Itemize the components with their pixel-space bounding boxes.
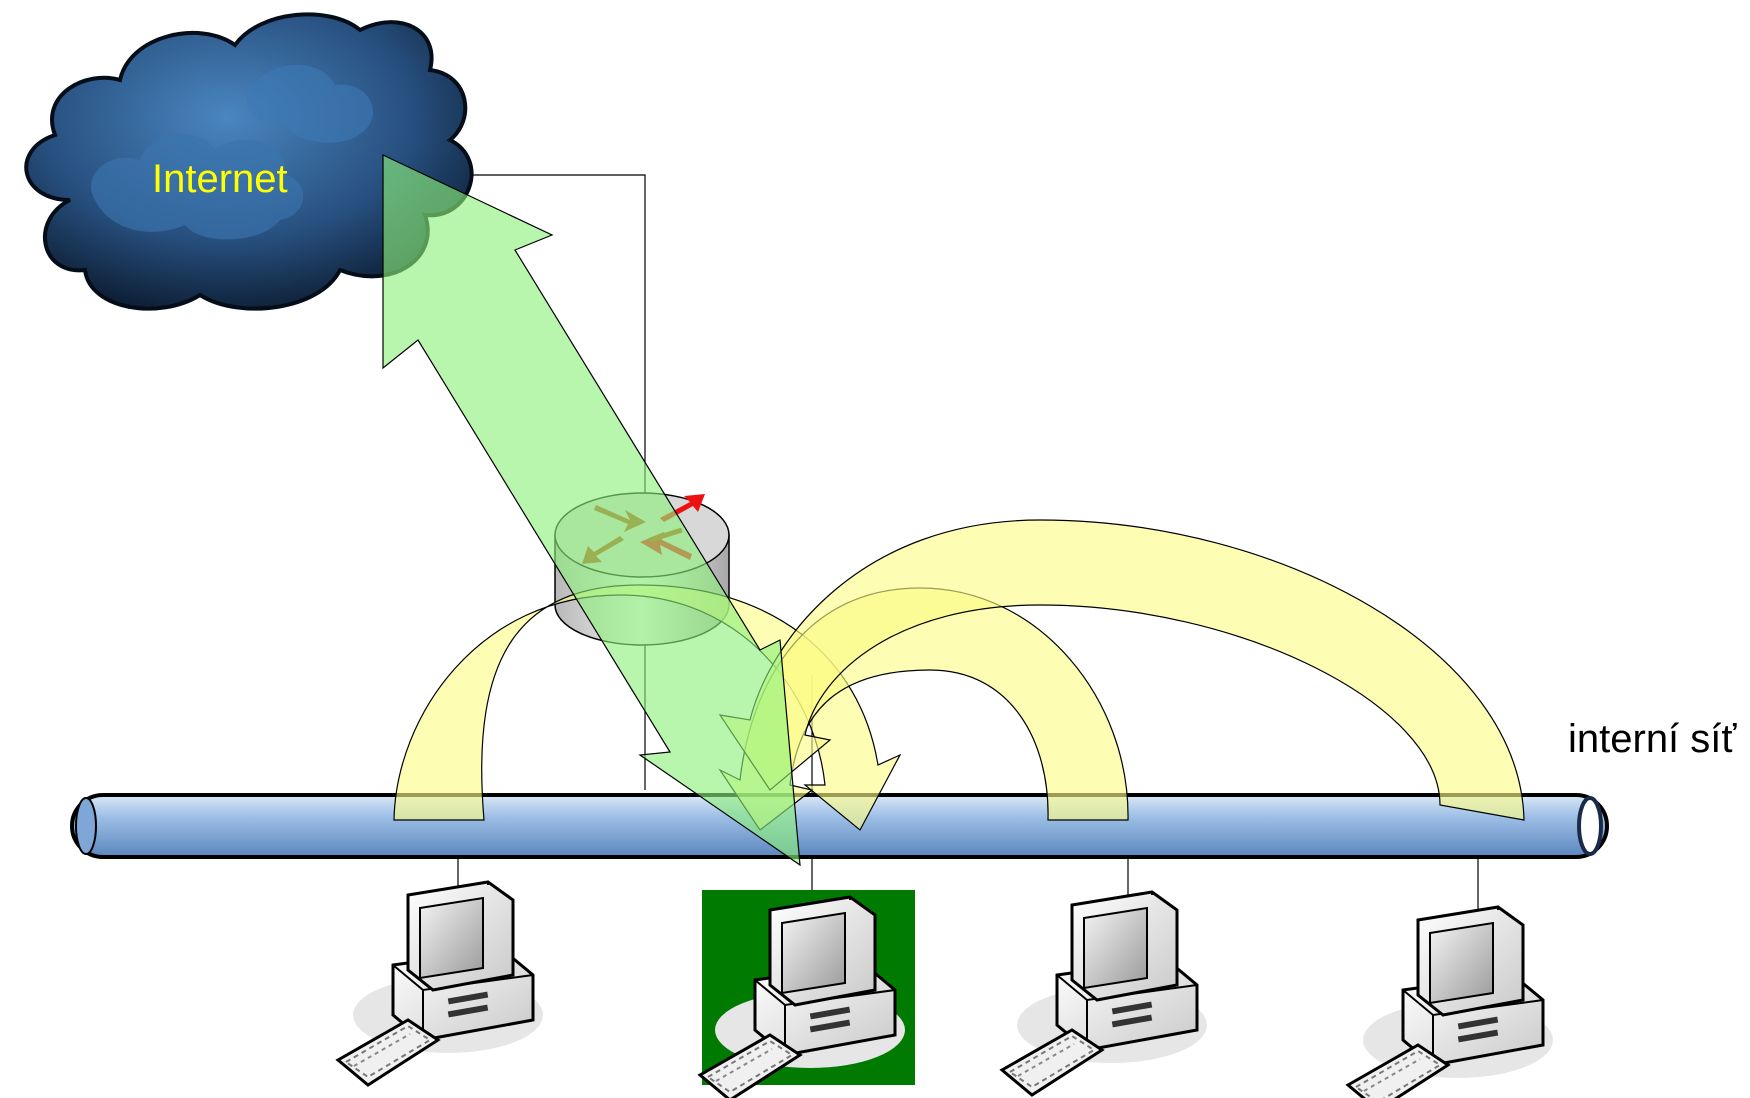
internet-cloud-icon: Internet: [24, 12, 474, 311]
green-double-arrow: [382, 154, 801, 867]
computer-4-icon: [1346, 905, 1555, 1098]
computer-1-icon: [336, 880, 545, 1087]
internet-label: Internet: [152, 157, 288, 201]
internal-network-label: interní síť: [1568, 717, 1737, 761]
computer-3-icon: [1000, 890, 1209, 1097]
